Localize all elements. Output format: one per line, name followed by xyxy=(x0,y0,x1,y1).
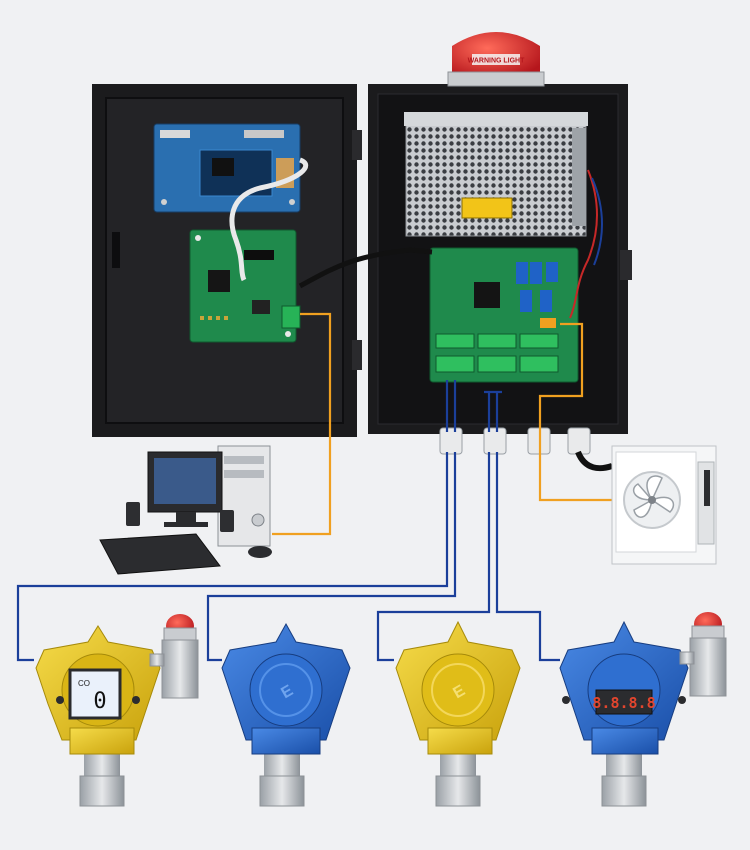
internal-wiring xyxy=(591,177,603,266)
main-controller-board xyxy=(429,247,579,383)
wire-detector-4 xyxy=(495,452,560,662)
pc-icon xyxy=(99,445,272,575)
gas-detector-2: E xyxy=(221,622,351,807)
gas-detector-3: E xyxy=(395,620,521,807)
door-hinge xyxy=(352,340,362,370)
gas-detector-1: CO 0 xyxy=(35,625,161,807)
display-gas-type: CO xyxy=(78,679,90,688)
power-supply-unit xyxy=(404,112,588,237)
wire-fan xyxy=(538,322,614,502)
exhaust-fan-icon xyxy=(611,445,717,565)
warning-light-label: WARNING LIGHT xyxy=(468,58,525,65)
alarm-beacon-icon xyxy=(149,614,199,699)
gas-detector-4: 8.8.8.8 xyxy=(559,620,689,807)
wire-detector-3 xyxy=(376,452,491,662)
door-controller-board xyxy=(189,229,301,343)
wire-detector-2 xyxy=(206,452,457,662)
fan-power-cable xyxy=(575,450,613,472)
warning-light-icon: WARNING LIGHT xyxy=(447,32,545,87)
connection-wires xyxy=(16,312,614,662)
door-latch xyxy=(112,232,120,268)
internal-cable xyxy=(298,247,433,289)
display-reading: 0 xyxy=(93,689,106,714)
lcd-display-board xyxy=(153,123,301,213)
door-hinge xyxy=(352,130,362,160)
ribbon-cable xyxy=(229,157,309,282)
cabinet-lock xyxy=(620,250,632,280)
wire-pc xyxy=(272,312,332,536)
internal-wiring xyxy=(569,169,598,319)
alarm-beacon-icon xyxy=(679,612,727,697)
cable-glands xyxy=(439,427,591,455)
wire-detector-1 xyxy=(16,452,449,662)
led-display: 8.8.8.8 xyxy=(592,694,655,712)
